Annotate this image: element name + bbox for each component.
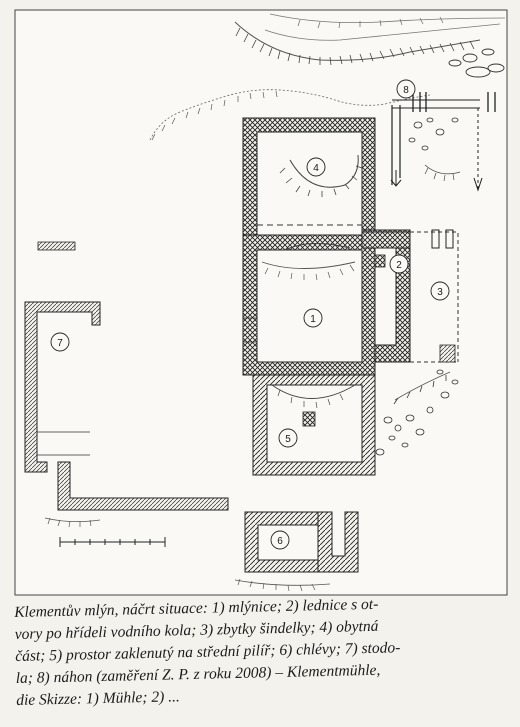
svg-text:8: 8 (403, 85, 409, 96)
label-6: 6 (270, 530, 290, 550)
label-1: 1 (303, 308, 323, 328)
scale-bar (59, 537, 166, 547)
label-4: 4 (306, 157, 326, 177)
svg-text:1: 1 (310, 314, 316, 325)
svg-text:4: 4 (313, 163, 319, 174)
svg-text:2: 2 (396, 260, 402, 271)
label-2: 2 (389, 254, 409, 274)
svg-text:3: 3 (437, 287, 443, 298)
svg-text:6: 6 (277, 536, 283, 547)
terrain-hatching (149, 13, 506, 141)
figure-caption: Klementův mlýn, náčrt situace: 1) mlýnic… (14, 591, 507, 727)
site-plan-drawing: 1 2 3 4 5 6 7 8 (14, 9, 508, 596)
svg-text:5: 5 (285, 434, 291, 445)
label-3: 3 (430, 281, 450, 301)
svg-text:7: 7 (57, 338, 63, 349)
label-5: 5 (278, 428, 298, 448)
bottom-slope (234, 578, 331, 592)
building-3 (410, 229, 459, 363)
building-7 (24, 241, 229, 528)
rubble (375, 369, 459, 456)
label-8: 8 (396, 79, 416, 99)
mill-race-8 (390, 92, 496, 192)
label-7: 7 (50, 332, 70, 352)
building-5 (252, 374, 376, 476)
building-6 (244, 511, 359, 573)
